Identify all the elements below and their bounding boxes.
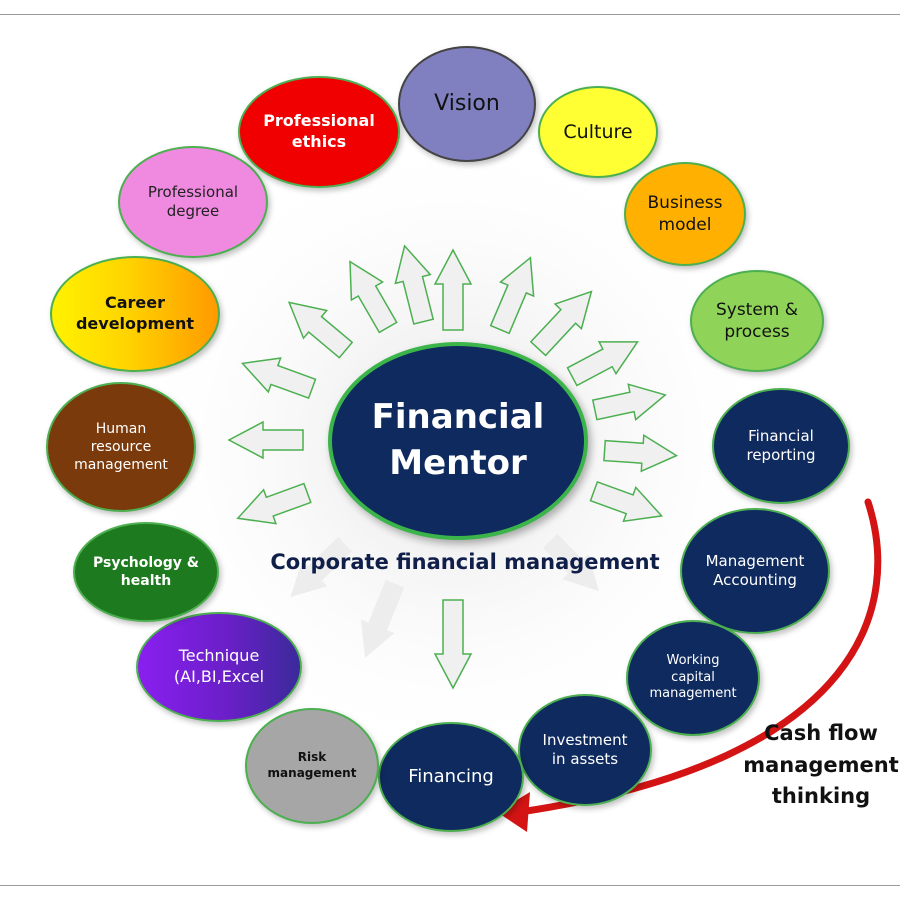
node-human-resource: Human resource management bbox=[46, 382, 196, 512]
top-frame-line bbox=[0, 14, 900, 15]
node-vision: Vision bbox=[398, 46, 536, 162]
radial-arrow-8 bbox=[543, 533, 599, 592]
node-financing: Financing bbox=[378, 722, 524, 832]
radial-arrow-2 bbox=[489, 256, 535, 335]
radial-arrow-6 bbox=[603, 434, 679, 473]
node-business-model-label: Business model bbox=[647, 192, 723, 235]
node-human-resource-label: Human resource management bbox=[74, 420, 168, 474]
node-investment-assets: Investment in assets bbox=[518, 694, 652, 806]
center-financial-mentor: Financial Mentor bbox=[328, 342, 588, 540]
radial-arrow-1 bbox=[433, 248, 473, 331]
node-business-model: Business model bbox=[624, 162, 746, 266]
radial-arrow-7 bbox=[589, 480, 664, 523]
radial-arrow-17 bbox=[394, 244, 435, 325]
node-career-development-label: Career development bbox=[75, 293, 195, 333]
node-management-accounting-label: Management Accounting bbox=[705, 551, 805, 590]
node-vision-label: Vision bbox=[434, 90, 500, 116]
cash-flow-cycle-arrow bbox=[516, 498, 882, 816]
node-career-development: Career development bbox=[50, 256, 220, 372]
node-financial-reporting-label: Financial reporting bbox=[746, 426, 816, 465]
radial-arrow-5 bbox=[591, 383, 667, 421]
node-professional-degree: Professional degree bbox=[118, 146, 268, 258]
radial-arrow-13 bbox=[227, 420, 304, 460]
bottom-frame-line bbox=[0, 885, 900, 886]
radial-arrow-4 bbox=[566, 341, 639, 387]
radial-arrow-15 bbox=[287, 301, 354, 359]
node-risk-management: Risk management bbox=[245, 708, 379, 824]
node-technique: Technique (AI,BI,Excel bbox=[136, 612, 302, 722]
node-risk-management-label: Risk management bbox=[267, 750, 357, 780]
node-system-process: System & process bbox=[690, 270, 824, 372]
node-system-process-label: System & process bbox=[715, 299, 799, 342]
center-title: Financial Mentor bbox=[371, 397, 545, 483]
node-financing-label: Financing bbox=[408, 766, 494, 788]
radial-arrow-14 bbox=[240, 357, 317, 400]
node-investment-assets-label: Investment in assets bbox=[542, 730, 628, 769]
radial-arrow-16 bbox=[349, 260, 398, 334]
node-culture-label: Culture bbox=[563, 120, 633, 143]
arrow-group bbox=[227, 244, 679, 690]
cash-flow-arrow-head bbox=[497, 792, 530, 832]
node-professional-ethics-label: Professional ethics bbox=[263, 111, 375, 151]
radial-arrow-3 bbox=[529, 290, 593, 357]
subtitle-corporate-financial-management: Corporate financial management bbox=[270, 550, 660, 574]
node-financial-reporting: Financial reporting bbox=[712, 388, 850, 504]
radial-arrow-10 bbox=[361, 580, 405, 658]
node-professional-degree-label: Professional degree bbox=[147, 182, 239, 221]
node-management-accounting: Management Accounting bbox=[680, 508, 830, 634]
node-working-capital: Working capital management bbox=[626, 620, 760, 736]
node-psychology-health-label: Psychology & health bbox=[92, 554, 199, 589]
node-psychology-health: Psychology & health bbox=[73, 522, 219, 622]
node-culture: Culture bbox=[538, 86, 658, 178]
cash-flow-label: Cash flow management thinking bbox=[743, 721, 899, 808]
node-working-capital-label: Working capital management bbox=[649, 652, 737, 702]
node-technique-label: Technique (AI,BI,Excel bbox=[173, 646, 265, 686]
radial-arrow-12 bbox=[236, 482, 312, 525]
radial-arrow-9 bbox=[433, 599, 473, 690]
radial-arrow-11 bbox=[290, 537, 352, 597]
node-professional-ethics: Professional ethics bbox=[238, 76, 400, 188]
